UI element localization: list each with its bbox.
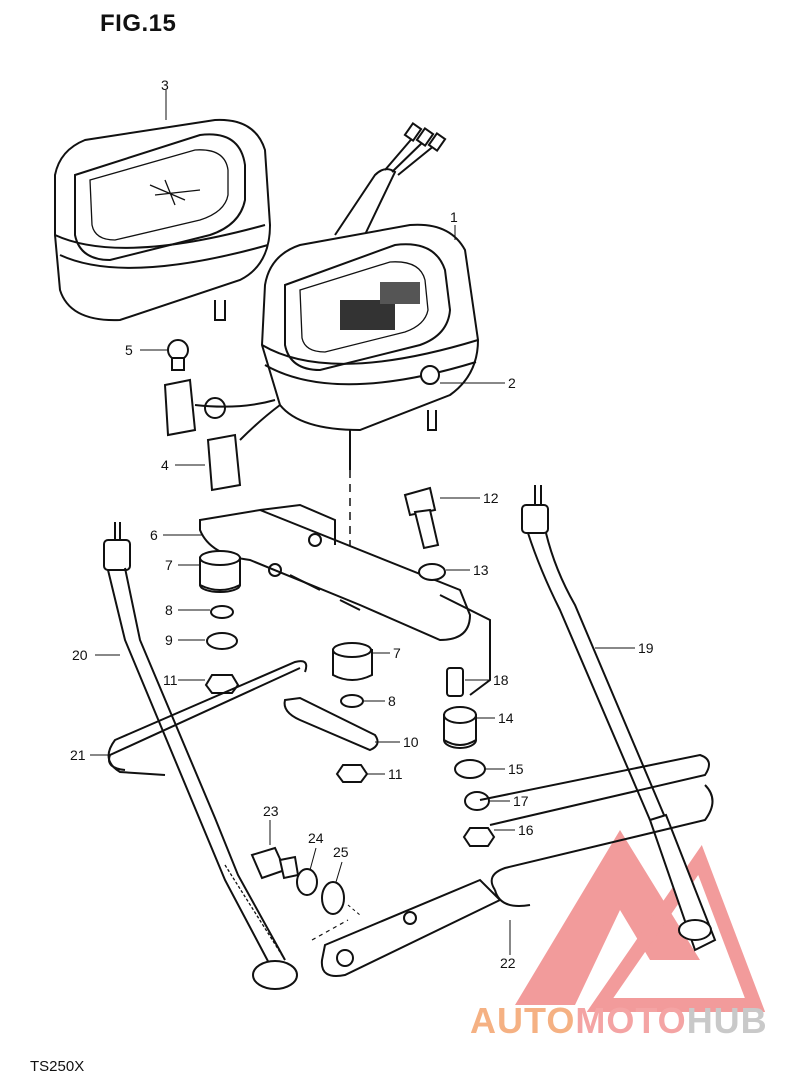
callout-5: 5	[125, 342, 133, 358]
callout-9: 9	[165, 632, 173, 648]
callout-24: 24	[308, 830, 324, 846]
callout-16: 16	[518, 822, 534, 838]
part-19-cable	[521, 485, 717, 952]
callout-21: 21	[70, 747, 86, 763]
callout-15: 15	[508, 761, 524, 777]
part-7-grommet-right	[332, 642, 373, 681]
model-label: TS250X	[30, 1058, 85, 1075]
callout-7a: 7	[165, 557, 173, 573]
callout-17: 17	[513, 793, 529, 809]
part-9-washer	[206, 632, 238, 650]
part-14-cushion	[443, 706, 477, 749]
callout-13: 13	[473, 562, 489, 578]
part-13-washer	[418, 563, 446, 581]
leader-lines	[90, 90, 635, 955]
callout-14: 14	[498, 710, 514, 726]
part-23-bolt	[250, 846, 300, 880]
part-6-bracket	[199, 503, 491, 696]
part-22-cable-guide	[311, 753, 714, 977]
callout-23: 23	[263, 803, 279, 819]
watermark-logo	[515, 830, 766, 1012]
part-21-cable-guide	[107, 660, 308, 776]
part-1-speedometer	[260, 223, 480, 470]
callout-18: 18	[493, 672, 509, 688]
part-20-cable	[103, 522, 298, 990]
part-8-washer-left	[210, 605, 234, 619]
part-5-bulb	[167, 339, 189, 371]
part-17-washer	[464, 791, 490, 811]
callout-1: 1	[450, 209, 458, 225]
callout-labels: 3 1 2 5 4 6 7 8 9 11 20 21 12 13 7 18 8 …	[70, 77, 654, 971]
part-12-bolt	[403, 486, 440, 550]
callout-6: 6	[150, 527, 158, 543]
part-24-washer	[296, 868, 318, 896]
part-10-plate	[283, 696, 379, 752]
part-25-washer	[321, 881, 345, 915]
watermark-auto: AUTO	[470, 1000, 576, 1041]
part-16-nut	[462, 827, 496, 847]
part-3-meter-housing	[54, 118, 272, 322]
part-4-bulb-sockets	[163, 378, 281, 492]
part-11-nut-right	[335, 764, 369, 783]
watermark-text: AUTOMOTOHUB	[470, 1000, 768, 1042]
part-18-collar	[446, 667, 464, 697]
watermark-hub: HUB	[686, 1000, 768, 1041]
callout-4: 4	[161, 457, 169, 473]
callout-2: 2	[508, 375, 516, 391]
callout-11a: 11	[163, 672, 178, 688]
callout-12: 12	[483, 490, 499, 506]
callout-11b: 11	[388, 766, 403, 782]
wire-leads	[334, 122, 447, 246]
callout-8b: 8	[388, 693, 396, 709]
part-15-washer	[454, 759, 486, 779]
callout-22: 22	[500, 955, 516, 971]
callout-19: 19	[638, 640, 654, 656]
watermark-moto: MOTO	[575, 1000, 687, 1041]
callout-7b: 7	[393, 645, 401, 661]
callout-20: 20	[72, 647, 88, 663]
part-11-nut-left	[204, 674, 240, 694]
part-8-washer-right	[340, 694, 364, 708]
figure-title: FIG.15	[100, 10, 177, 37]
callout-3: 3	[161, 77, 169, 93]
callout-8a: 8	[165, 602, 173, 618]
part-7-grommet-left	[199, 550, 241, 593]
callout-10: 10	[403, 734, 419, 750]
callout-25: 25	[333, 844, 349, 860]
